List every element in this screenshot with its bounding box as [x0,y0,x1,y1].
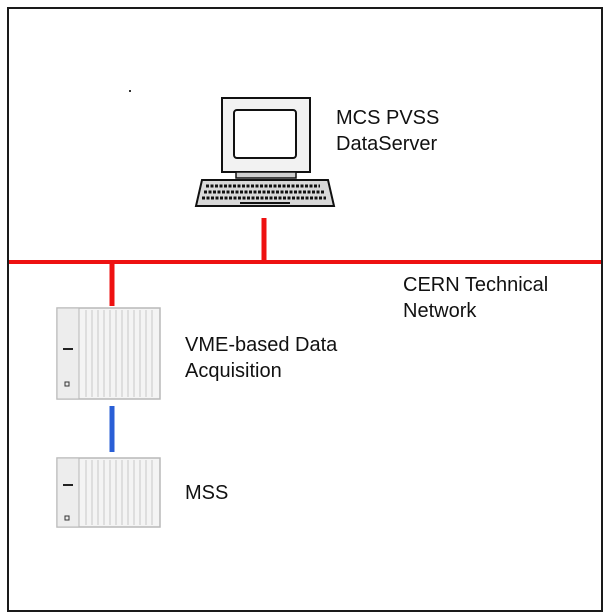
network-label-line2: Network [403,300,477,322]
stray-dot [129,90,131,92]
dataserver-label-line2: DataServer [336,133,438,155]
computer-workstation-icon [194,97,336,207]
vme-crate-icon [56,307,161,400]
network-label-line1: CERN Technical [403,274,549,296]
mss-label-line1: MSS [185,482,229,504]
vme-label: VME-based Data Acquisition [185,332,337,384]
mss-crate-icon [56,457,161,528]
dataserver-label: MCS PVSS DataServer [336,105,439,157]
vme-label-line1: VME-based Data [185,334,338,356]
network-label: CERN Technical Network [403,272,548,324]
vme-label-line2: Acquisition [185,360,282,382]
mss-label: MSS [185,480,228,506]
dataserver-label-line1: MCS PVSS [336,107,440,129]
